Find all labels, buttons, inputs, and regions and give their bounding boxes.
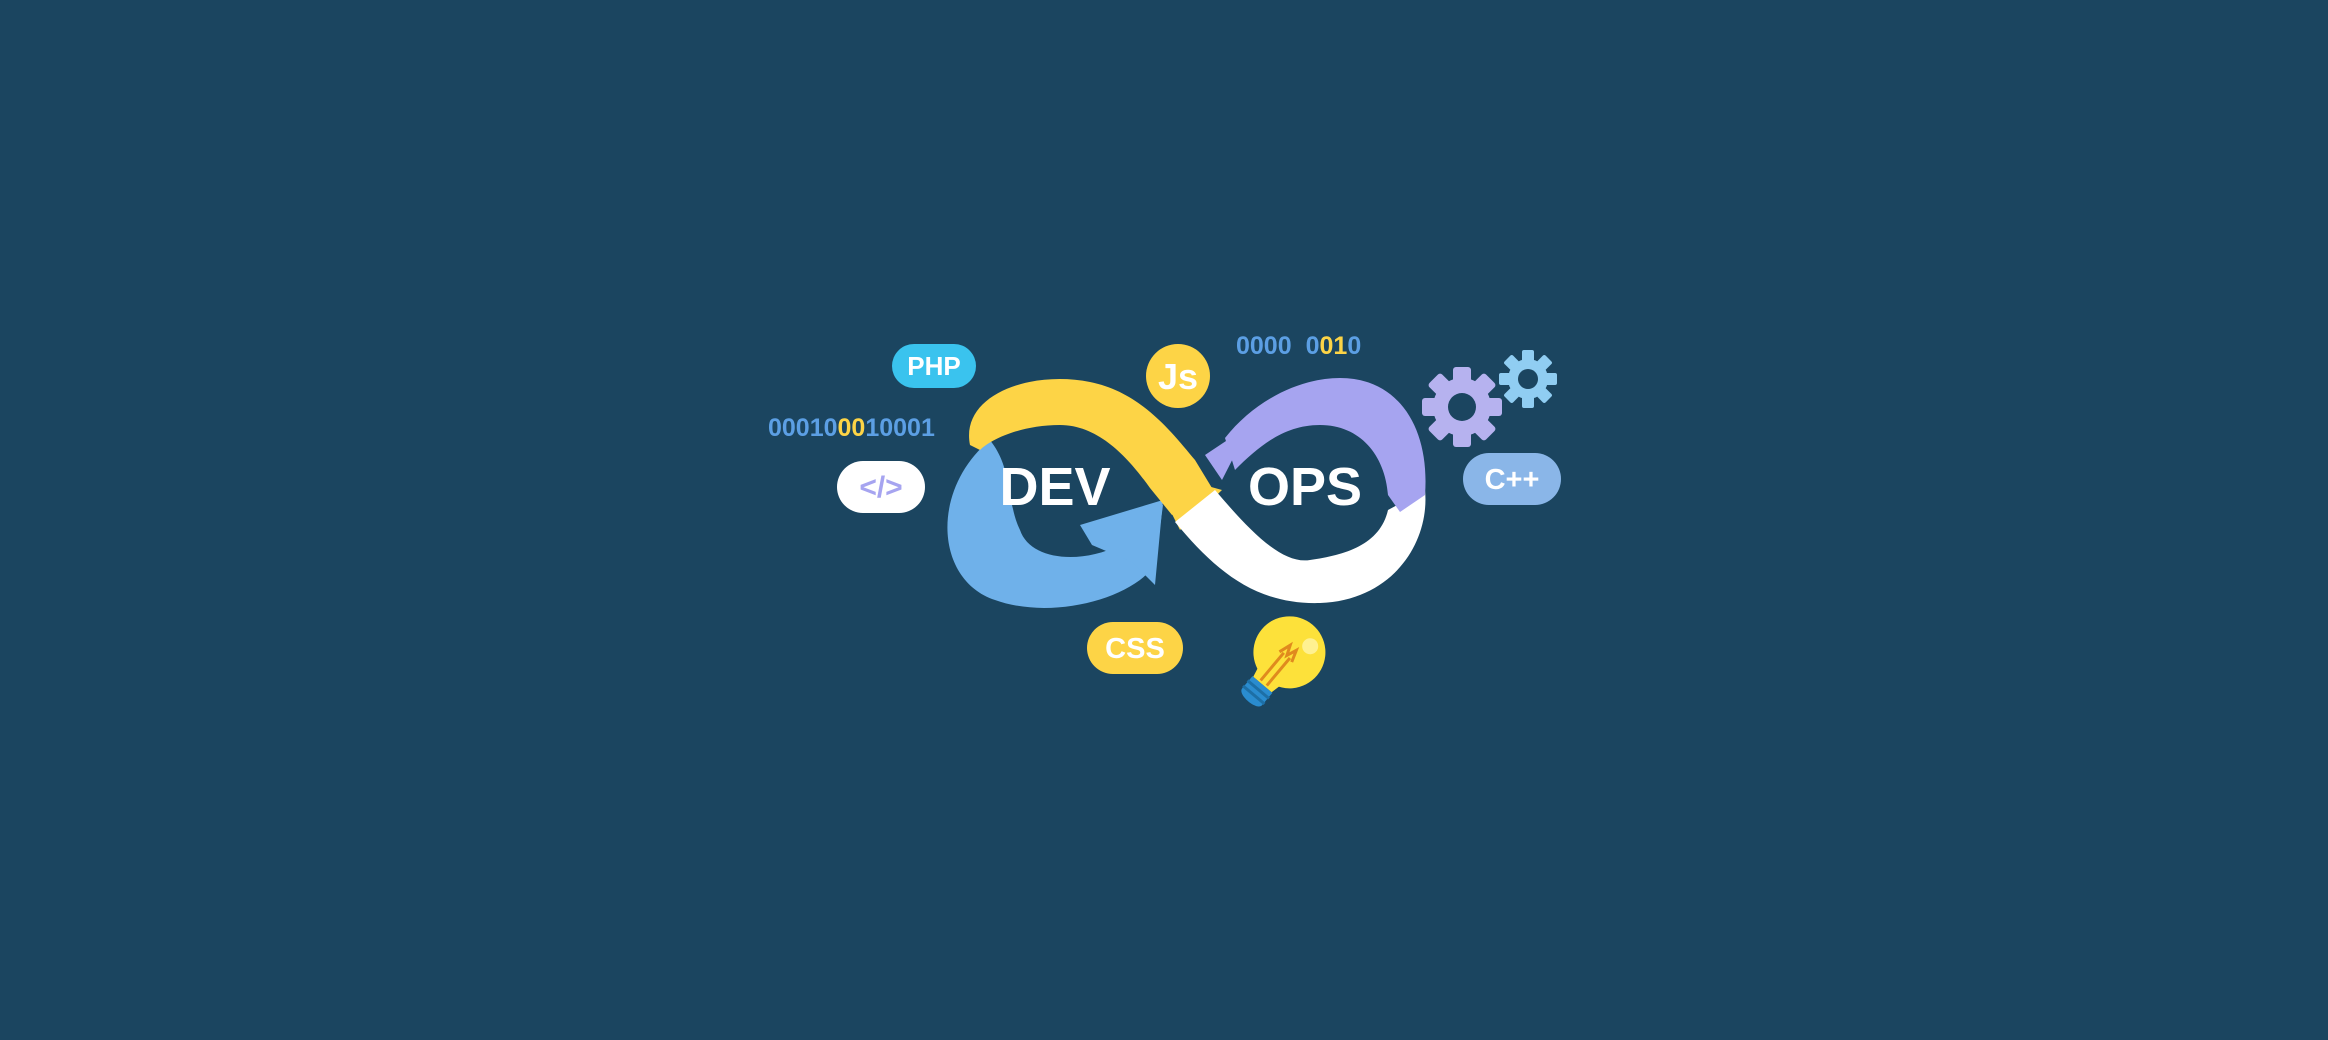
yellow-arrow-head	[1150, 470, 1222, 530]
css-label: CSS	[1105, 633, 1165, 665]
purple-arrow-head	[1205, 425, 1250, 480]
infinity-loop: DEV OPS	[947, 378, 1426, 608]
yellow-arrow-segment	[969, 379, 1212, 515]
code-brackets-icon: </>	[859, 471, 902, 504]
gear-icon	[1499, 350, 1557, 408]
light-bulb-icon	[1241, 616, 1326, 707]
gear-icon	[1422, 367, 1502, 447]
code-badge: </>	[837, 461, 925, 513]
white-arrow-segment	[1175, 490, 1426, 604]
css-badge: CSS	[1087, 622, 1183, 674]
js-badge: Js	[1146, 344, 1210, 408]
blue-arrow-segment	[947, 430, 1163, 608]
cpp-badge: C++	[1463, 453, 1561, 505]
php-badge: PHP	[892, 344, 976, 388]
ops-label: OPS	[1248, 457, 1362, 517]
blue-arrow-head	[1080, 500, 1163, 585]
php-label: PHP	[907, 351, 960, 381]
dev-label: DEV	[999, 457, 1110, 517]
binary-text-left: 000100010001	[768, 414, 935, 442]
purple-arrow-segment	[1225, 378, 1426, 512]
js-label: Js	[1158, 356, 1198, 397]
cpp-label: C++	[1485, 464, 1540, 496]
